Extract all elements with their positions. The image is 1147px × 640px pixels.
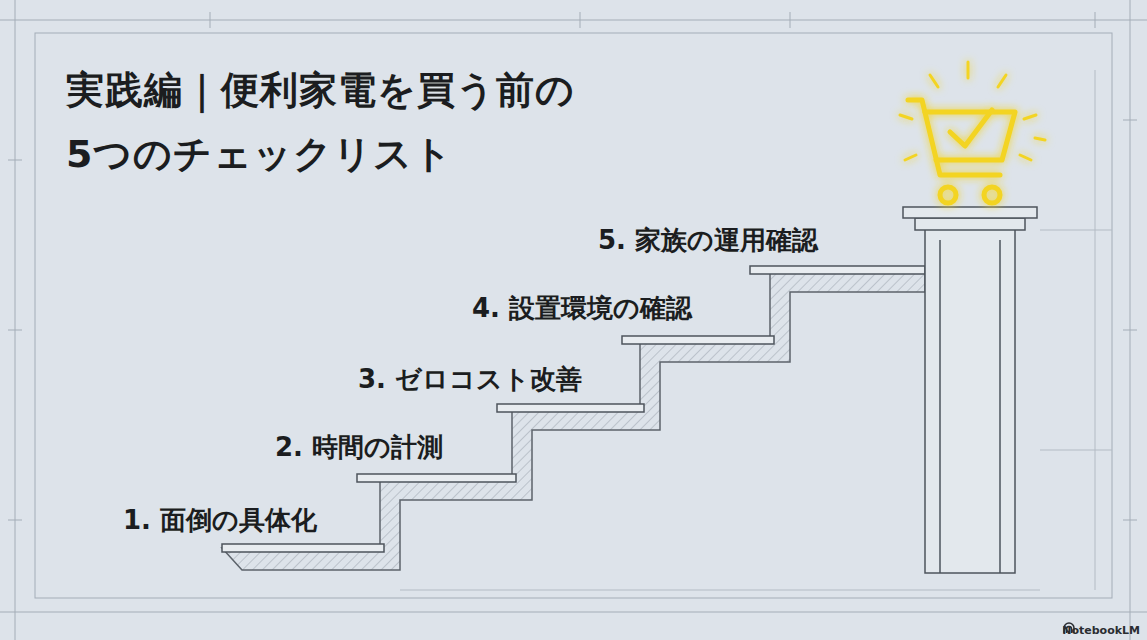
cart-icon bbox=[900, 62, 1045, 203]
pedestal bbox=[903, 207, 1037, 573]
watermark: NotebookLM bbox=[1062, 624, 1140, 637]
step-label: 3. ゼロコスト改善 bbox=[358, 362, 582, 396]
step-label: 1. 面倒の具体化 bbox=[123, 503, 317, 537]
staircase bbox=[222, 266, 925, 570]
step-label: 5. 家族の運用確認 bbox=[598, 223, 818, 257]
diagram-title: 実践編｜便利家電を買う前の 5つのチェックリスト bbox=[66, 58, 706, 186]
step-label: 4. 設置環境の確認 bbox=[472, 291, 692, 325]
step-label: 2. 時間の計測 bbox=[275, 430, 443, 464]
